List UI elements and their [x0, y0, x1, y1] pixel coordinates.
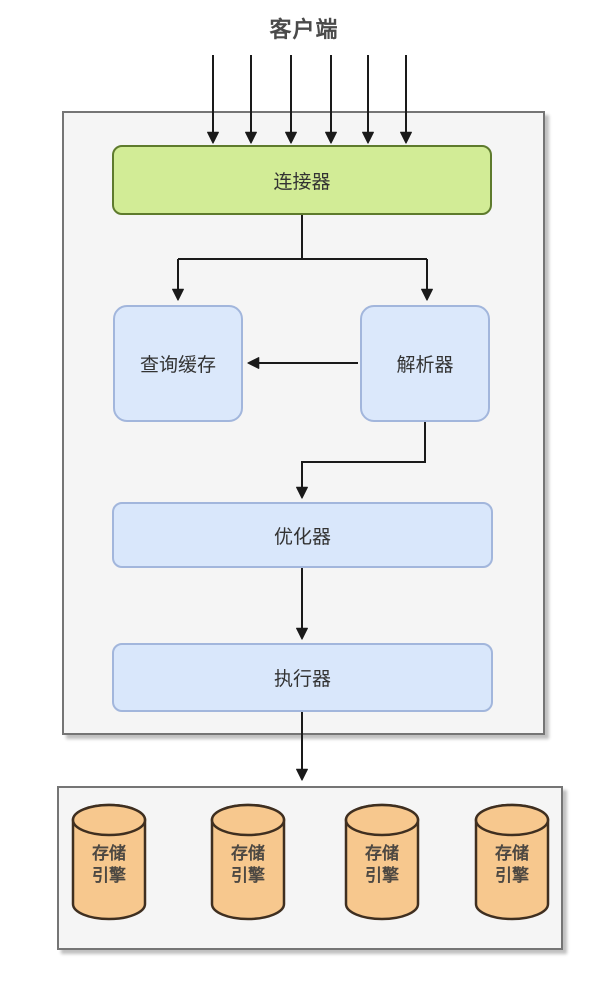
node-connector: 连接器	[112, 145, 492, 215]
node-executor-label: 执行器	[273, 669, 331, 690]
database-cylinder-icon	[210, 803, 286, 921]
storage-engine-label: 存储 引擎	[231, 844, 265, 886]
node-query-cache-label: 查询缓存	[139, 355, 216, 376]
storage-engine-node: 存储 引擎	[210, 803, 286, 921]
node-parser-label: 解析器	[396, 355, 454, 376]
node-optimizer: 优化器	[112, 502, 493, 568]
storage-engine-label: 存储 引擎	[365, 844, 399, 886]
storage-engine-node: 存储 引擎	[71, 803, 147, 921]
database-cylinder-icon	[71, 803, 147, 921]
storage-engine-node: 存储 引擎	[474, 803, 550, 921]
node-optimizer-label: 优化器	[273, 526, 331, 548]
node-parser: 解析器	[360, 305, 490, 422]
database-cylinder-icon	[474, 803, 550, 921]
node-executor: 执行器	[112, 643, 493, 712]
storage-engine-label: 存储 引擎	[92, 844, 126, 886]
node-connector-label: 连接器	[273, 171, 331, 193]
storage-engine-label: 存储 引擎	[495, 844, 529, 886]
node-query-cache: 查询缓存	[113, 305, 243, 422]
storage-engine-node: 存储 引擎	[344, 803, 420, 921]
diagram-title: 客户端	[269, 17, 339, 42]
database-cylinder-icon	[344, 803, 420, 921]
